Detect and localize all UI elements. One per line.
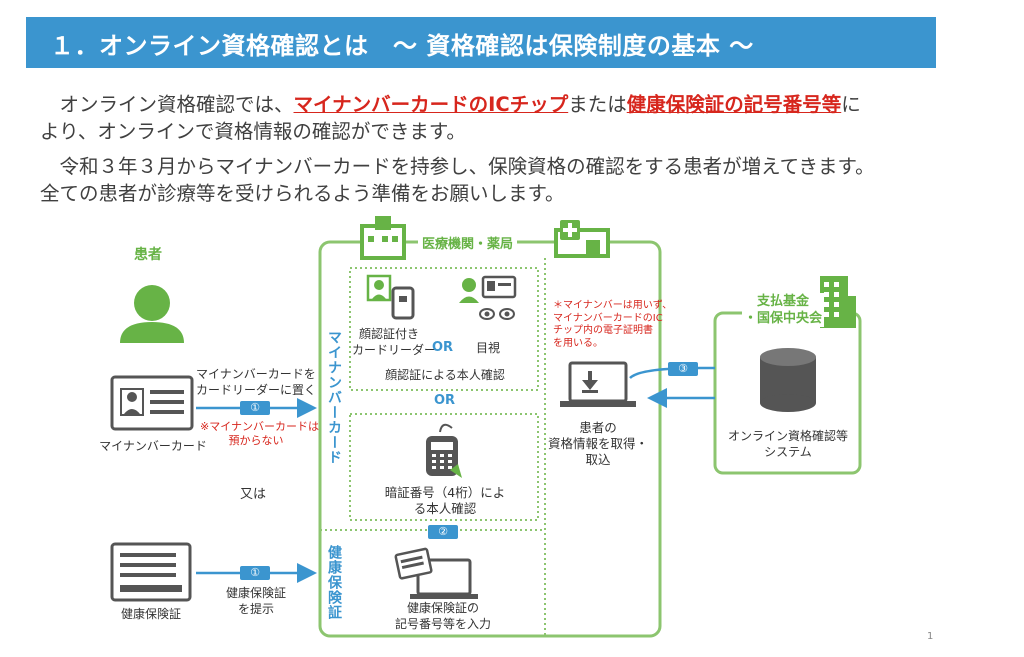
- present-line-1: 健康保険証: [225, 586, 286, 600]
- ic-note-line-1: ＊マイナンバーは用いず、: [553, 300, 673, 311]
- face-reader-label: 顔認証付き カードリーダー: [352, 326, 437, 358]
- visual-check-icon: [459, 275, 517, 320]
- pharmacy-building-icon: [554, 220, 610, 258]
- face-reader-line-1: 顔認証付き: [358, 327, 419, 341]
- fund-building-icon: [820, 276, 856, 328]
- place-on-reader-text: マイナンバーカードを カードリーダーに置く: [196, 366, 317, 398]
- ic-note-line-4: を用いる。: [553, 337, 603, 349]
- mynumber-card-label: マイナンバーカード: [99, 439, 207, 453]
- visual-check-label: 目視: [476, 341, 501, 355]
- patient-label: 患者: [134, 247, 162, 263]
- system-line-1: オンライン資格確認等: [727, 429, 848, 443]
- pin-auth-box: [349, 413, 539, 521]
- patient-person-icon: [120, 285, 184, 343]
- acquire-label: 患者の 資格情報を取得・ 取込: [548, 420, 648, 468]
- intro-text: に: [841, 93, 861, 116]
- step-1-badge-bottom: ①: [240, 566, 270, 580]
- title-bar: [26, 17, 936, 68]
- laptop-download-icon: [560, 361, 636, 407]
- ic-note-line-3: チップ内の電子証明書: [553, 325, 653, 336]
- vertical-mynumber-label: マイナンバーカード: [326, 330, 342, 465]
- intro-line-2: より、オンラインで資格情報の確認ができます。: [40, 120, 466, 143]
- face-reader-icon: [366, 274, 415, 320]
- intro-text: オンライン資格確認では、: [40, 93, 294, 116]
- present-line-2: を提示: [237, 602, 274, 616]
- enter-number-label: 健康保険証の 記号番号等を入力: [380, 600, 506, 632]
- hospital-building-icon: [360, 216, 406, 260]
- system-line-2: システム: [764, 445, 812, 459]
- page-number: 1: [927, 631, 934, 642]
- ic-note-line-2: マイナンバーカードのIC: [553, 312, 663, 324]
- not-kept-line-1: ※マイナンバーカードは: [200, 420, 319, 433]
- highlight-insurance-number: 健康保険証の記号番号等: [626, 93, 842, 116]
- laptop-input-icon: [394, 547, 478, 599]
- pin-auth-line-1: 暗証番号（4桁）によ: [384, 485, 506, 500]
- intro-line-1: オンライン資格確認では、マイナンバーカードのICチップまたは健康保険証の記号番号…: [40, 88, 861, 117]
- present-text: 健康保険証 を提示: [222, 585, 290, 617]
- acquire-line-3: 取込: [585, 452, 611, 467]
- face-reader-line-2: カードリーダー: [352, 343, 437, 357]
- intro-line-3: 令和３年３月からマイナンバーカードを持参し、保険資格の確認をする患者が増えてきま…: [40, 155, 875, 178]
- step-1-badge-top: ①: [240, 401, 270, 415]
- fund-line-2: ・国保中央会: [744, 311, 823, 326]
- page-title: １．オンライン資格確認とは ～ 資格確認は保険制度の基本 ～: [50, 32, 754, 60]
- step-2-badge: ②: [428, 525, 458, 539]
- fund-line-1: 支払基金: [757, 294, 810, 309]
- intro-line-4: 全ての患者が診療等を受けられるよう準備をお願いします。: [40, 182, 565, 205]
- not-kept-line-2: 預からない: [228, 434, 284, 447]
- place-on-reader-line-1: マイナンバーカードを: [196, 367, 316, 381]
- acquire-line-2: 資格情報を取得・: [548, 436, 649, 451]
- enter-line-2: 記号番号等を入力: [394, 617, 491, 631]
- acquire-line-1: 患者の: [579, 420, 617, 435]
- ic-chip-note: ＊マイナンバーは用いず、 マイナンバーカードのIC チップ内の電子証明書 を用い…: [553, 300, 672, 350]
- pin-auth-line-2: る本人確認: [413, 501, 477, 516]
- pin-keypad-icon: [426, 423, 462, 478]
- or-label-1: OR: [432, 340, 454, 355]
- enter-line-1: 健康保険証の: [406, 601, 479, 615]
- mynumber-card-icon: [110, 375, 194, 431]
- database-icon: [760, 348, 816, 412]
- step-3-badge: ③: [668, 362, 698, 376]
- place-on-reader-line-2: カードリーダーに置く: [196, 383, 317, 397]
- arrow-request: [629, 366, 715, 379]
- face-auth-label: 顔認証による本人確認: [385, 368, 505, 382]
- vertical-insurance-label: 健康保険証: [326, 545, 342, 620]
- not-kept-note: ※マイナンバーカードは 預からない: [200, 420, 319, 448]
- or-jp-label: 又は: [240, 487, 267, 502]
- pin-auth-label: 暗証番号（4桁）によ る本人確認: [362, 485, 528, 517]
- insurance-card-label: 健康保険証: [120, 607, 181, 621]
- facility-label: 医療機関・薬局: [418, 233, 518, 252]
- intro-text: または: [568, 93, 627, 116]
- system-label: オンライン資格確認等 システム: [720, 428, 856, 460]
- highlight-ic-chip: マイナンバーカードのICチップ: [293, 93, 569, 116]
- fund-label: 支払基金 ・国保中央会: [742, 293, 825, 327]
- insurance-card-icon: [110, 542, 192, 602]
- or-label-2: OR: [434, 393, 456, 408]
